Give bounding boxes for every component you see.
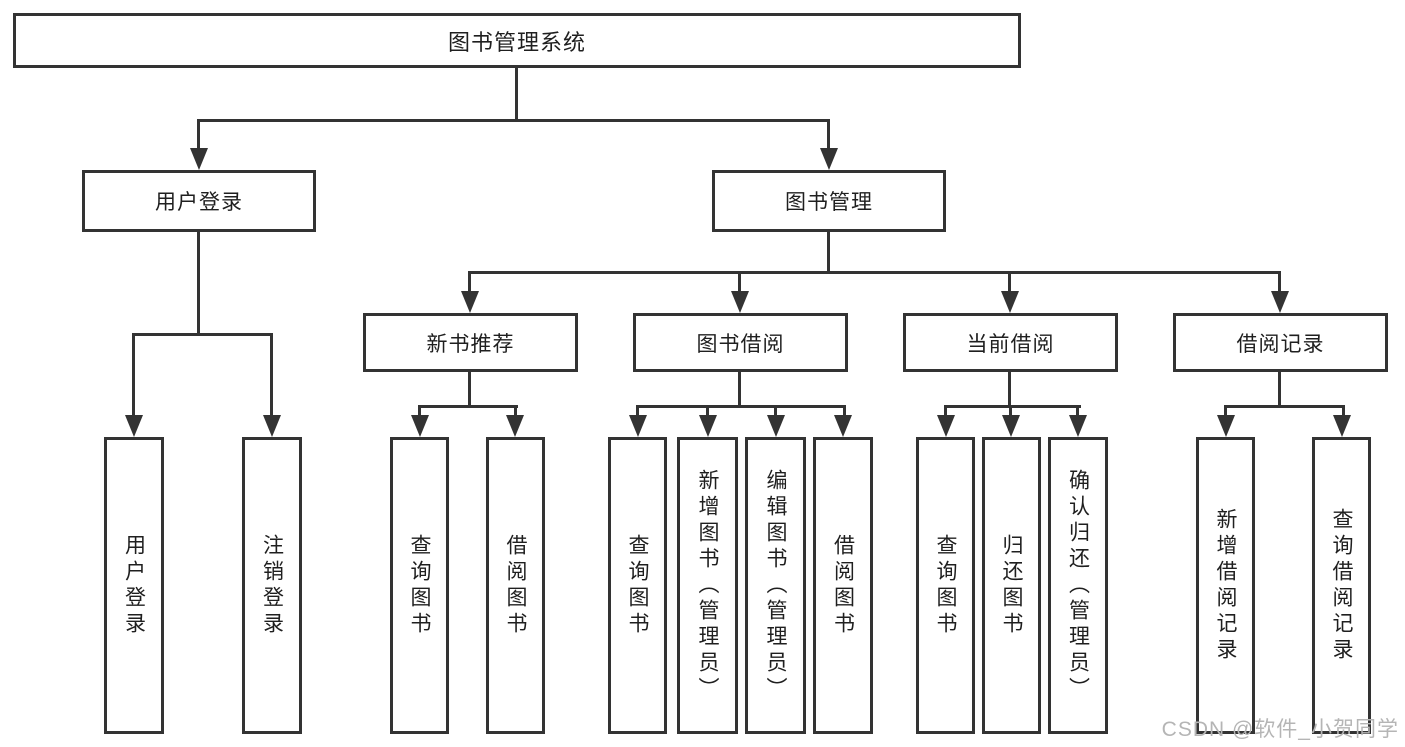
node-book-borrowing: 图书借阅 (633, 313, 848, 372)
connector-root-stem (515, 68, 518, 120)
connector-user-login-rail (132, 333, 273, 336)
node-borrowing-records: 借阅记录 (1173, 313, 1388, 372)
connector-line (468, 271, 471, 293)
connector-line (1009, 405, 1012, 417)
connector-current-borrow-stem (1008, 372, 1011, 408)
node-new-book-recommendation: 新书推荐 (363, 313, 578, 372)
leaf-label: 归还图书 (1000, 533, 1023, 638)
connector-line (843, 405, 846, 417)
connector-new-book-rail (418, 405, 518, 408)
arrow-head (1001, 291, 1019, 313)
connector-line (418, 405, 421, 417)
leaf-current-query-book: 查询图书 (916, 437, 975, 734)
arrow-head (820, 148, 838, 170)
leaf-current-return-book: 归还图书 (982, 437, 1041, 734)
leaf-user-login: 用户登录 (104, 437, 164, 734)
node-user-login: 用户登录 (82, 170, 316, 232)
leaf-borrow-borrow-book: 借阅图书 (813, 437, 873, 734)
leaf-label: 用户登录 (122, 533, 146, 638)
connector-line (706, 405, 709, 417)
arrow-head (190, 148, 208, 170)
leaf-label: 查询图书 (626, 533, 649, 638)
connector-book-borrow-rail (636, 405, 846, 408)
arrow-head (1271, 291, 1289, 313)
watermark: CSDN @软件_小贺同学 (1161, 718, 1399, 741)
leaf-logout-login: 注销登录 (242, 437, 302, 734)
connector-line (1076, 405, 1079, 417)
node-current-borrowing: 当前借阅 (903, 313, 1118, 372)
node-label: 图书借阅 (696, 332, 785, 356)
connector-user-login-stem (197, 232, 200, 336)
leaf-newbook-query-book: 查询图书 (390, 437, 449, 734)
connector-borrow-record-stem (1278, 372, 1281, 408)
connector-line (636, 405, 639, 417)
leaf-label: 借阅图书 (504, 533, 527, 638)
leaf-label: 查询借阅记录 (1330, 507, 1353, 664)
connector-line (132, 333, 135, 416)
connector-line (197, 119, 200, 149)
connector-line (1008, 271, 1011, 293)
node-label: 当前借阅 (966, 332, 1055, 356)
connector-line (944, 405, 947, 417)
connector-borrow-record-rail (1224, 405, 1345, 408)
arrow-head (767, 415, 785, 437)
node-label: 图书管理系统 (447, 29, 586, 55)
arrow-head (461, 291, 479, 313)
arrow-head (731, 291, 749, 313)
arrow-head (1333, 415, 1351, 437)
leaf-label: 注销登录 (260, 533, 284, 638)
arrow-head (506, 415, 524, 437)
leaf-record-query-borrow-record: 查询借阅记录 (1312, 437, 1371, 734)
connector-line (514, 405, 517, 417)
connector-book-mgmt-stem (827, 232, 830, 274)
node-label: 借阅记录 (1236, 332, 1325, 356)
connector-line (270, 333, 273, 416)
arrow-head (629, 415, 647, 437)
leaf-label: 借阅图书 (831, 533, 855, 638)
leaf-borrow-add-book-admin: 新增图书（管理员） (677, 437, 738, 734)
leaf-label: 查询图书 (408, 533, 431, 638)
arrow-head (937, 415, 955, 437)
leaf-label: 新增借阅记录 (1214, 507, 1237, 664)
arrow-head (263, 415, 281, 437)
leaf-label: 编辑图书（管理员） (764, 468, 787, 703)
connector-new-book-stem (468, 372, 471, 408)
arrow-head (1069, 415, 1087, 437)
connector-level3-rail (468, 271, 1281, 274)
arrow-head (834, 415, 852, 437)
arrow-head (699, 415, 717, 437)
node-root-system: 图书管理系统 (13, 13, 1021, 68)
connector-line (1342, 405, 1345, 417)
node-label: 新书推荐 (426, 332, 515, 356)
leaf-borrow-edit-book-admin: 编辑图书（管理员） (745, 437, 806, 734)
node-book-management: 图书管理 (712, 170, 946, 232)
connector-line (774, 405, 777, 417)
leaf-newbook-borrow-book: 借阅图书 (486, 437, 545, 734)
connector-book-borrow-stem (738, 372, 741, 408)
leaf-label: 确认归还（管理员） (1066, 468, 1090, 703)
connector-line (1224, 405, 1227, 417)
connector-line (827, 119, 830, 149)
leaf-record-add-borrow-record: 新增借阅记录 (1196, 437, 1255, 734)
leaf-borrow-query-book: 查询图书 (608, 437, 667, 734)
leaf-label: 查询图书 (934, 533, 957, 638)
node-label: 图书管理 (785, 191, 873, 214)
leaf-current-confirm-return-admin: 确认归还（管理员） (1048, 437, 1108, 734)
connector-line (738, 271, 741, 293)
connector-line (1278, 271, 1281, 293)
arrow-head (411, 415, 429, 437)
connector-current-borrow-rail (944, 405, 1081, 408)
arrow-head (125, 415, 143, 437)
connector-level2-rail (197, 119, 830, 122)
node-label: 用户登录 (155, 191, 243, 214)
leaf-label: 新增图书（管理员） (696, 468, 719, 703)
arrow-head (1002, 415, 1020, 437)
arrow-head (1217, 415, 1235, 437)
